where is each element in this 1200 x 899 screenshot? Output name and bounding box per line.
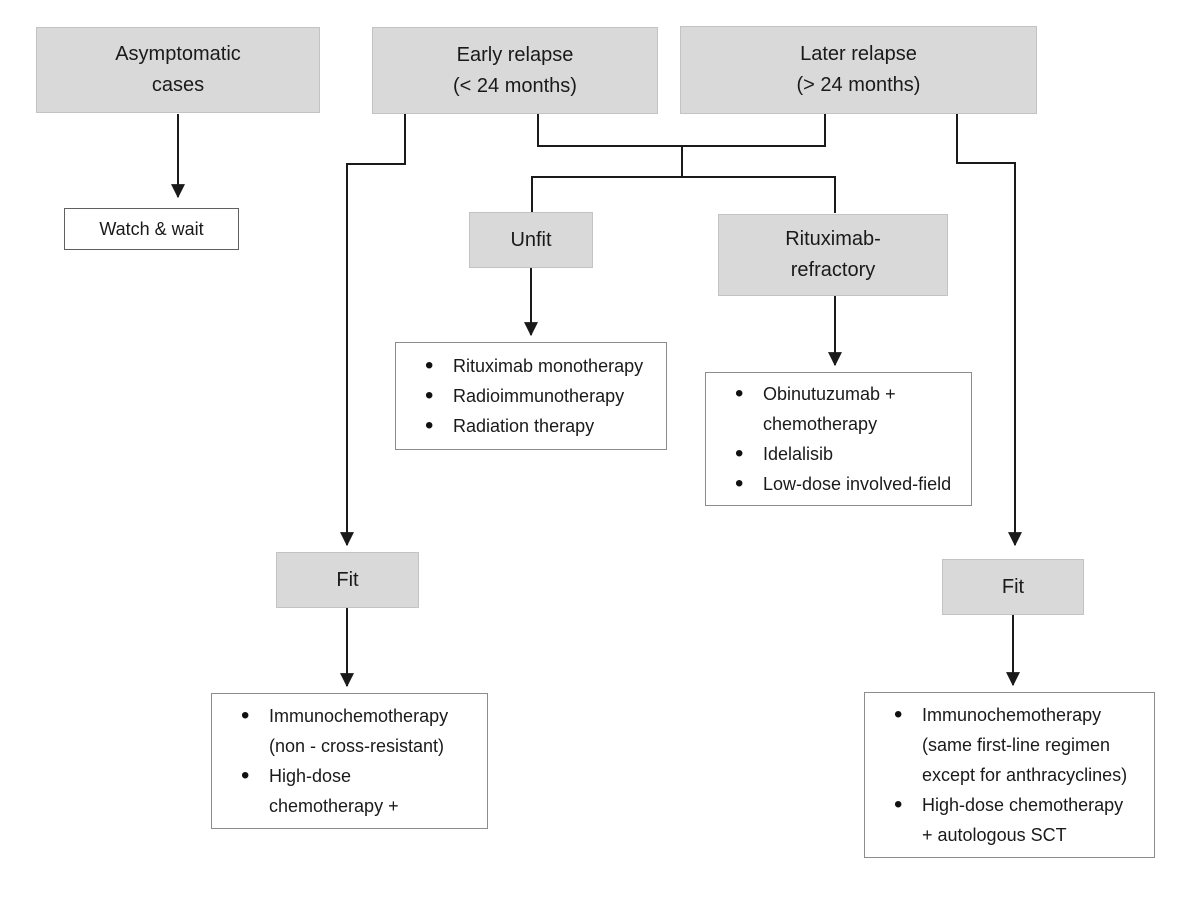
node-label: Unfit	[510, 228, 552, 251]
list-item-text: Rituximab monotherapy	[453, 356, 644, 376]
list-item-text: + autologous SCT	[922, 825, 1067, 845]
list-item-text: Idelalisib	[763, 444, 834, 464]
list-item-text: Immunochemotherapy	[269, 706, 449, 726]
node-rituximab-refractory: Rituximab- refractory	[718, 214, 948, 296]
node-label: cases	[151, 74, 205, 96]
list-item-text: Radiation therapy	[453, 416, 595, 436]
node-label: Fit	[336, 568, 359, 591]
node-label: Later relapse	[800, 43, 917, 65]
node-label: Asymptomatic	[115, 43, 241, 65]
list-item: High-dose chemotherapy +	[212, 761, 487, 821]
node-fit-early: Fit	[276, 552, 419, 608]
connector-relapse-merge	[537, 114, 826, 147]
node-asymptomatic-cases: Asymptomatic cases	[36, 27, 320, 113]
connector-early-relapse-to-fit	[340, 114, 406, 547]
list-refractory-options: Obinutuzumab + chemotherapy Idelalisib L…	[705, 372, 972, 506]
list-unfit-options: Rituximab monotherapy Radioimmunotherapy…	[395, 342, 667, 450]
list-item-text: High-dose chemotherapy	[922, 795, 1124, 815]
list-item-text: (non - cross-resistant)	[269, 736, 445, 756]
node-label: (> 24 months)	[796, 74, 921, 96]
list-item: Obinutuzumab + chemotherapy	[706, 379, 971, 439]
node-fit-later: Fit	[942, 559, 1084, 615]
list-item: Immunochemotherapy (same first-line regi…	[865, 700, 1154, 790]
list-item: High-dose chemotherapy + autologous SCT	[865, 790, 1154, 850]
list-item-text: chemotherapy +	[269, 796, 399, 816]
node-label: Fit	[1001, 575, 1025, 598]
node-label: Watch & wait	[99, 218, 204, 239]
list-item-text: Immunochemotherapy	[922, 705, 1102, 725]
node-label: Early relapse	[456, 43, 574, 66]
list-item-text: High-dose	[269, 766, 352, 786]
list-fit-early-options: Immunochemotherapy (non - cross-resistan…	[211, 693, 488, 829]
list-item: Immunochemotherapy (non - cross-resistan…	[212, 701, 487, 761]
node-later-relapse: Later relapse (> 24 months)	[680, 26, 1037, 114]
node-label: (< 24 months)	[453, 74, 577, 97]
list-item-text: Low-dose involved-field	[763, 474, 952, 494]
list-item: Radiation therapy	[396, 411, 666, 441]
node-label: refractory	[790, 259, 876, 281]
list-item-text: chemotherapy	[763, 414, 878, 434]
list-item: Rituximab monotherapy	[396, 351, 666, 381]
node-watch-and-wait: Watch & wait	[64, 208, 239, 250]
list-item: Idelalisib	[706, 439, 971, 469]
node-label: Rituximab-	[785, 228, 881, 250]
list-item: Low-dose involved-field	[706, 469, 971, 499]
list-item-text: except for anthracyclines)	[922, 765, 1128, 785]
list-item: Radioimmunotherapy	[396, 381, 666, 411]
list-fit-later-options: Immunochemotherapy (same first-line regi…	[864, 692, 1155, 858]
list-item-text: Obinutuzumab +	[763, 384, 896, 404]
list-item-text: (same first-line regimen	[922, 735, 1111, 755]
connector-split-unfit-refractory	[531, 176, 836, 213]
connector-later-relapse-to-fit	[956, 114, 1022, 547]
node-unfit: Unfit	[469, 212, 593, 268]
node-early-relapse: Early relapse (< 24 months)	[372, 27, 658, 114]
list-item-text: Radioimmunotherapy	[453, 386, 625, 406]
